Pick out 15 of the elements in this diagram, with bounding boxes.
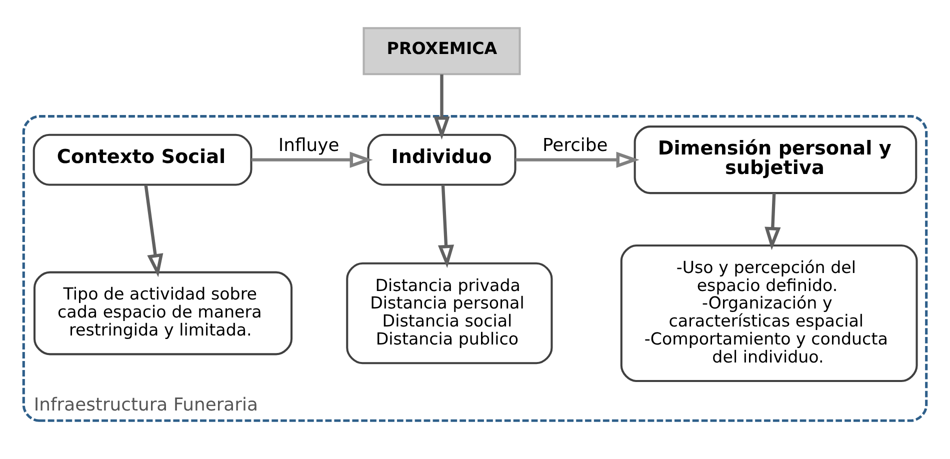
node-box: Contexto Social: [32, 134, 252, 186]
node-box: -Uso y percepción del espacio definido. -Organización y características espacial -Comportamiento y conducta del individuo.: [620, 244, 918, 382]
arrow: [434, 74, 450, 140]
arrow: [251, 152, 373, 168]
edge-label: Percibe: [542, 135, 608, 156]
node-box: Tipo de actividad sobre cada espacio de manera restringida y limitada.: [33, 271, 293, 356]
edge-label: Influye: [278, 135, 340, 156]
arrow: [764, 193, 781, 250]
arrow: [144, 184, 164, 278]
node-box: PROXEMICA: [362, 27, 521, 76]
arrow: [515, 152, 640, 168]
arrow: [438, 184, 454, 268]
node-box: Individuo: [367, 134, 516, 186]
node-box: Dimensión personal y subjetiva: [634, 126, 918, 194]
node-box: Distancia privada Distancia personal Distancia social Distancia publico: [346, 262, 553, 364]
